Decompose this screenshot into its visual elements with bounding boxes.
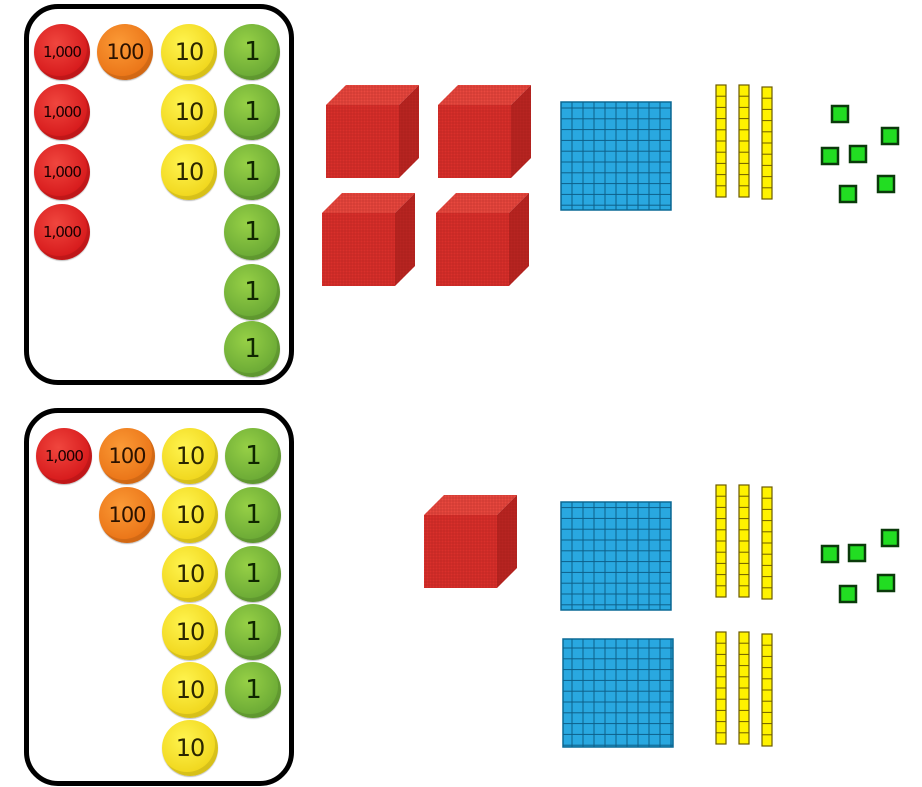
- ten-disc: 10: [162, 604, 218, 660]
- thousand-cube: [436, 193, 529, 286]
- ten-rod: [715, 484, 727, 598]
- ten-rod: [738, 484, 750, 598]
- hundred-disc: 100: [97, 24, 153, 80]
- one-disc: 1: [224, 321, 280, 377]
- ten-disc: 10: [161, 24, 217, 80]
- ten-rod: [761, 486, 773, 600]
- unit-cube: [848, 144, 868, 164]
- one-disc: 1: [225, 487, 281, 543]
- one-disc: 1: [224, 204, 280, 260]
- thousand-disc: 1,000: [34, 204, 90, 260]
- unit-cube: [838, 584, 858, 604]
- thousand-disc: 1,000: [34, 144, 90, 200]
- one-disc: 1: [224, 144, 280, 200]
- thousand-disc: 1,000: [34, 24, 90, 80]
- hundred-flat: [560, 501, 672, 611]
- one-disc: 1: [224, 24, 280, 80]
- unit-cube: [876, 174, 896, 194]
- unit-cube: [820, 146, 840, 166]
- ten-disc: 10: [162, 428, 218, 484]
- hundred-flat: [562, 638, 674, 748]
- ten-rod: [738, 631, 750, 745]
- ten-disc: 10: [162, 720, 218, 776]
- unit-cube: [847, 543, 867, 563]
- ten-rod: [738, 84, 750, 198]
- thousand-disc: 1,000: [34, 84, 90, 140]
- ten-disc: 10: [162, 662, 218, 718]
- hundred-disc: 100: [99, 428, 155, 484]
- ten-disc: 10: [161, 84, 217, 140]
- one-disc: 1: [224, 84, 280, 140]
- ten-rod: [715, 84, 727, 198]
- thousand-cube: [326, 85, 419, 178]
- one-disc: 1: [225, 604, 281, 660]
- unit-cube: [876, 573, 896, 593]
- unit-cube: [880, 528, 900, 548]
- ten-rod: [715, 631, 727, 745]
- thousand-cube: [424, 495, 517, 588]
- ten-disc: 10: [162, 546, 218, 602]
- hundred-disc: 100: [99, 487, 155, 543]
- thousand-cube: [322, 193, 415, 286]
- one-disc: 1: [225, 546, 281, 602]
- ten-rod: [761, 86, 773, 200]
- one-disc: 1: [224, 264, 280, 320]
- ten-disc: 10: [162, 487, 218, 543]
- bottom-disc-panel: 1,000 100 100 10 10 10 10 10 10 1 1 1 1 …: [24, 408, 294, 786]
- one-disc: 1: [225, 662, 281, 718]
- unit-cube: [838, 184, 858, 204]
- thousand-disc: 1,000: [36, 428, 92, 484]
- thousand-cube: [438, 85, 531, 178]
- ten-rod: [761, 633, 773, 747]
- unit-cube: [820, 544, 840, 564]
- ten-disc: 10: [161, 144, 217, 200]
- hundred-flat: [560, 101, 672, 211]
- unit-cube: [830, 104, 850, 124]
- unit-cube: [880, 126, 900, 146]
- one-disc: 1: [225, 428, 281, 484]
- top-disc-panel: 1,000 1,000 1,000 1,000 100 10 10 10 1 1…: [24, 4, 294, 385]
